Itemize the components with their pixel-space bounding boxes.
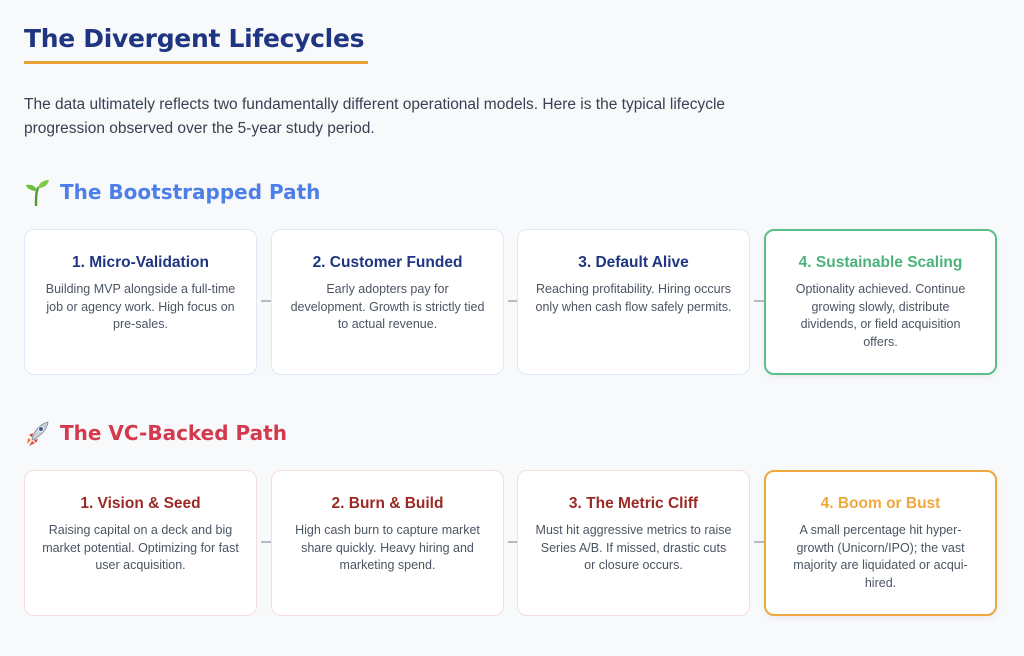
- bootstrapped-step-4: 4. Sustainable Scaling Optionality achie…: [764, 229, 997, 375]
- vc-lifecycle: 1. Vision & Seed Raising capital on a de…: [24, 470, 999, 616]
- rocket-icon: [24, 419, 50, 447]
- step-description: A small percentage hit hyper-growth (Uni…: [793, 523, 968, 590]
- step-description: Must hit aggressive metrics to raise Ser…: [535, 523, 732, 572]
- connector-line: [508, 300, 518, 302]
- page-title: The Divergent Lifecycles: [24, 24, 365, 53]
- step-description: Optionality achieved. Continue growing s…: [795, 282, 966, 349]
- step-description: High cash burn to capture market share q…: [295, 523, 480, 572]
- step-title: 2. Burn & Build: [331, 495, 444, 512]
- vc-step-4: 4. Boom or Bust A small percentage hit h…: [764, 470, 997, 616]
- step-title: 4. Boom or Bust: [820, 495, 941, 512]
- vc-heading: The VC-Backed Path: [24, 419, 287, 447]
- connector-line: [508, 541, 518, 543]
- vc-step-2: 2. Burn & Build High cash burn to captur…: [271, 470, 504, 616]
- vc-heading-label: The VC-Backed Path: [60, 421, 287, 445]
- step-description: Reaching profitability. Hiring occurs on…: [535, 282, 732, 314]
- step-title: 4. Sustainable Scaling: [798, 254, 963, 271]
- step-title: 1. Vision & Seed: [80, 495, 201, 512]
- bootstrapped-heading-label: The Bootstrapped Path: [60, 180, 321, 204]
- vc-step-1: 1. Vision & Seed Raising capital on a de…: [24, 470, 257, 616]
- seedling-icon: [24, 178, 50, 207]
- connector-line: [261, 300, 271, 302]
- title-underline: [24, 61, 368, 64]
- step-title: 2. Customer Funded: [312, 254, 463, 271]
- bootstrapped-lifecycle: 1. Micro-Validation Building MVP alongsi…: [24, 229, 999, 375]
- step-description: Building MVP alongside a full-time job o…: [45, 282, 236, 331]
- vc-step-3: 3. The Metric Cliff Must hit aggressive …: [517, 470, 750, 616]
- bootstrapped-step-2: 2. Customer Funded Early adopters pay fo…: [271, 229, 504, 375]
- step-title: 3. Default Alive: [578, 254, 689, 271]
- step-description: Early adopters pay for development. Grow…: [290, 282, 485, 331]
- connector-line: [261, 541, 271, 543]
- bootstrapped-heading: The Bootstrapped Path: [24, 178, 321, 207]
- bootstrapped-step-1: 1. Micro-Validation Building MVP alongsi…: [24, 229, 257, 375]
- bootstrapped-step-3: 3. Default Alive Reaching profitability.…: [517, 229, 750, 375]
- step-description: Raising capital on a deck and big market…: [42, 523, 239, 572]
- step-title: 3. The Metric Cliff: [568, 495, 699, 512]
- step-title: 1. Micro-Validation: [72, 254, 209, 271]
- intro-paragraph: The data ultimately reflects two fundame…: [24, 96, 726, 137]
